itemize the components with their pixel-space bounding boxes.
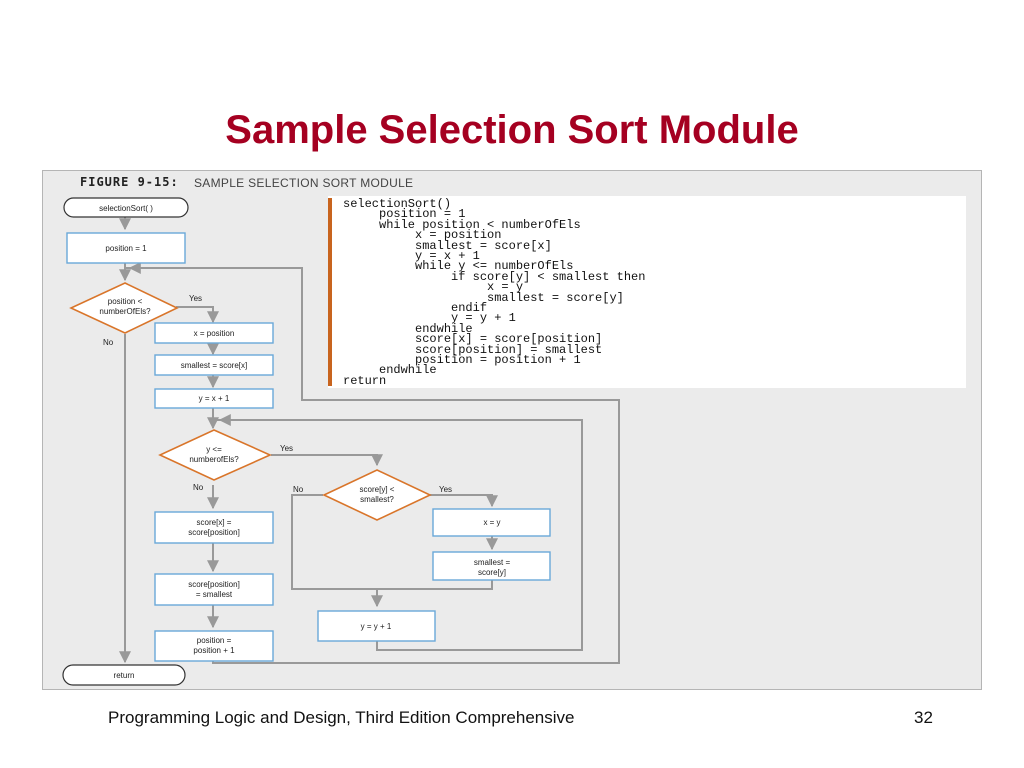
process-assign-smallest-line2: score[y] (478, 568, 506, 577)
decision-compare (322, 469, 432, 521)
code-line: x = position (343, 228, 502, 243)
start-terminal-label: selectionSort( ) (99, 204, 153, 213)
process-set-x-label: x = position (194, 329, 235, 338)
inner-yes-label: Yes (280, 444, 293, 453)
process-assign-smallest (432, 551, 551, 581)
page-number: 32 (914, 708, 933, 727)
decision-compare-line1: score[y] < (360, 485, 395, 494)
process-assign-smallest-line1: smallest = (474, 558, 511, 567)
decision-outer-line1: position < (108, 297, 143, 306)
outer-yes-label: Yes (189, 294, 202, 303)
figure-caption: SAMPLE SELECTION SORT MODULE (194, 176, 414, 190)
process-set-smallest (154, 354, 274, 376)
code-line: y = y + 1 (343, 311, 516, 326)
process-set-y-label: y = x + 1 (199, 394, 230, 403)
process-swap-score-position-line2: = smallest (196, 590, 233, 599)
slide-title: Sample Selection Sort Module (225, 108, 799, 152)
code-line: position = position + 1 (343, 353, 581, 367)
process-assign-x (432, 508, 551, 537)
process-boxes (66, 232, 551, 662)
pseudocode-panel (328, 196, 966, 388)
code-line: score[x] = score[position] (343, 332, 603, 347)
decision-compare-line2: smallest? (360, 495, 394, 504)
code-line: score[position] = smallest (343, 342, 603, 357)
process-position-init (66, 232, 186, 264)
footer-book-title: Programming Logic and Design, Third Edit… (108, 708, 575, 727)
end-terminal (62, 664, 186, 686)
process-swap-score-x-line2: score[position] (188, 528, 240, 537)
decision-shapes (69, 282, 432, 521)
outer-no-label: No (103, 338, 114, 347)
process-swap-score-position (154, 573, 274, 606)
pseudocode-listing: selectionSort() position = 1 while posit… (343, 198, 963, 388)
process-increment-position-line1: position = (197, 636, 232, 645)
process-increment-position (154, 630, 274, 662)
code-line: endwhile (343, 363, 437, 378)
process-increment-y-label: y = y + 1 (361, 622, 392, 631)
process-swap-score-position-line1: score[position] (188, 580, 240, 589)
process-set-smallest-label: smallest = score[x] (181, 361, 247, 370)
code-line: position = 1 (343, 207, 466, 222)
inner-no-label: No (193, 483, 204, 492)
start-terminal (63, 197, 189, 218)
code-line: x = y (343, 280, 524, 295)
code-line: while y <= numberOfEls (343, 259, 574, 274)
process-swap-score-x (154, 511, 274, 544)
compare-yes-label: Yes (439, 485, 452, 494)
code-line: smallest = score[x] (343, 238, 552, 253)
code-line: while position < numberOfEls (343, 217, 581, 232)
code-line: selectionSort() (343, 197, 452, 211)
process-increment-y (317, 610, 436, 642)
decision-outer-line2: numberOfEls? (99, 307, 151, 316)
decision-inner-loop (158, 429, 272, 481)
pseudocode-accent-bar (328, 198, 332, 386)
compare-no-label: No (293, 485, 304, 494)
process-increment-position-line2: position + 1 (193, 646, 235, 655)
decision-outer-loop (69, 282, 179, 334)
end-terminal-label: return (114, 671, 135, 680)
process-assign-x-label: x = y (483, 518, 500, 527)
decision-inner-line2: numberofEls? (189, 455, 239, 464)
code-line: smallest = score[y] (343, 290, 624, 305)
process-position-init-label: position = 1 (105, 244, 147, 253)
process-swap-score-x-line1: score[x] = (197, 518, 232, 527)
process-set-x (154, 322, 274, 344)
process-set-y (154, 388, 274, 409)
figure-label: FIGURE 9-15: (80, 175, 179, 189)
code-line: endif (343, 301, 488, 315)
code-line: return (343, 373, 387, 388)
flowchart-connectors (119, 217, 620, 664)
code-line: y = x + 1 (343, 249, 480, 263)
code-line: if score[y] < smallest then (343, 269, 646, 284)
decision-inner-line1: y <= (206, 445, 222, 454)
code-line: endwhile (343, 321, 473, 336)
